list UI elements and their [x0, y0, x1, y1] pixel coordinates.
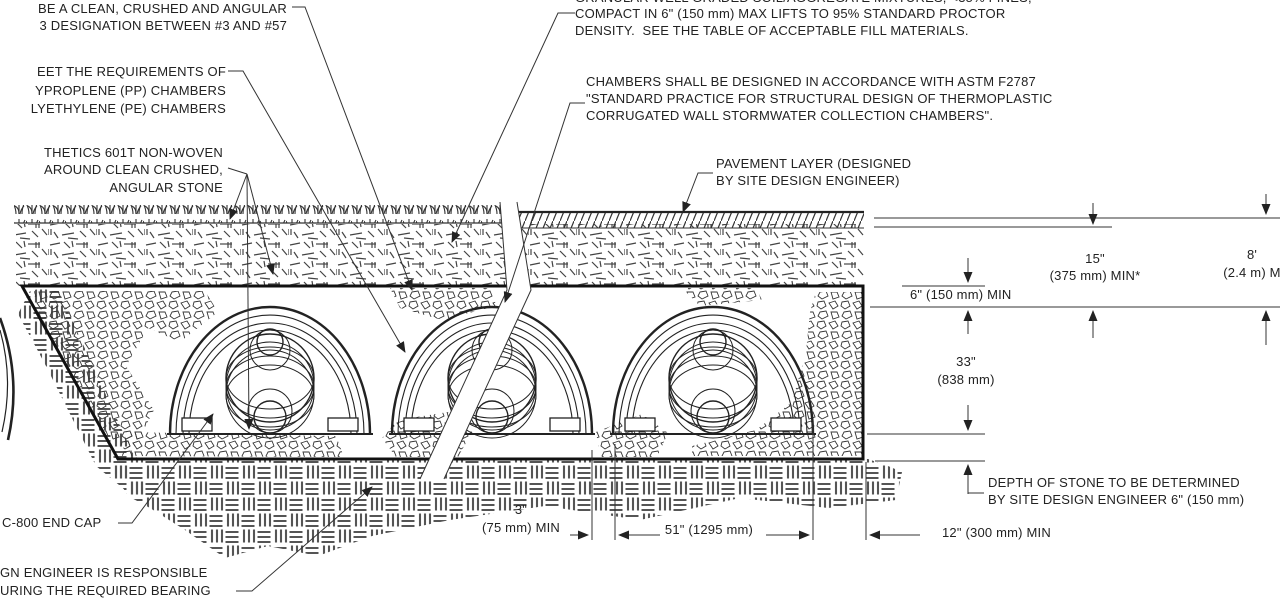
note-line: C-800 END CAP [2, 515, 102, 530]
grass-strip [14, 205, 502, 223]
chamber-row [0, 305, 818, 441]
note-astm-f2787: CHAMBERS SHALL BE DESIGNED IN ACCORDANCE… [586, 73, 1052, 125]
dim-cover-max: 8' (2.4 m) M [1210, 246, 1280, 281]
dim-metric: (375 mm) MIN* [1049, 268, 1141, 283]
note-stone-spec: BE A CLEAN, CRUSHED AND ANGULAR 3 DESIGN… [0, 0, 287, 34]
dim-metric: (838 mm) [937, 371, 995, 387]
embedment-fill-hatch [16, 224, 864, 286]
note-chamber-requirements: EET THE REQUIREMENTS OF YPROPLENE (PP) C… [0, 63, 226, 119]
note-line: URING THE REQUIRED BEARING [0, 582, 211, 598]
dim-value: 33" [956, 354, 976, 369]
chamber-3 [608, 305, 818, 440]
note-line: DEPTH OF STONE TO BE DETERMINED [988, 475, 1240, 490]
dim-chamber-width: 51" (1295 mm) [638, 522, 780, 537]
note-line: COMPACT IN 6" (150 mm) MAX LIFTS TO 95% … [575, 6, 1006, 22]
note-line: CORRUGATED WALL STORMWATER COLLECTION CH… [586, 108, 994, 124]
excavation-outline [19, 284, 865, 461]
note-line: GN ENGINEER IS RESPONSIBLE [0, 565, 208, 580]
leader-lines [118, 6, 713, 592]
note-line: BY SITE DESIGN ENGINEER) [716, 173, 900, 189]
note-line: BY SITE DESIGN ENGINEER 6" (150 mm) [988, 492, 1245, 508]
dim-value: 15" [1085, 251, 1105, 266]
dim-value: 6" (150 mm) MIN [910, 287, 1012, 302]
note-line: THETICS 601T NON-WOVEN [44, 145, 223, 160]
note-line: PAVEMENT LAYER (DESIGNED [716, 156, 912, 171]
note-line: GRANULAR WELL GRADED SOIL/AGGREGATE MIXT… [575, 0, 1032, 6]
note-line: CHAMBERS SHALL BE DESIGNED IN ACCORDANCE… [586, 74, 1036, 89]
note-line: AROUND CLEAN CRUSHED, [43, 162, 223, 178]
dim-chamber-spacing: 3" (75 mm) MIN [458, 501, 584, 536]
dim-value: 3" [514, 502, 528, 517]
dim-chamber-height: 33" (838 mm) [913, 353, 1019, 388]
dim-value: 51" (1295 mm) [664, 522, 754, 537]
note-line: 3 DESIGNATION BETWEEN #3 AND #57 [39, 18, 287, 33]
note-pavement-layer: PAVEMENT LAYER (DESIGNED BY SITE DESIGN … [716, 155, 911, 190]
label-end-cap: C-800 END CAP [2, 515, 101, 530]
pavement-hatch [508, 212, 864, 228]
dim-stone-above-chamber: 6" (150 mm) MIN [910, 287, 1012, 302]
subgrade-hatch [112, 459, 902, 558]
dim-metric: (75 mm) MIN [481, 519, 561, 535]
note-line: DENSITY. SEE THE TABLE OF ACCEPTABLE FIL… [575, 22, 969, 38]
dim-perimeter-stone: 12" (300 mm) MIN [942, 525, 1051, 540]
note-line: "STANDARD PRACTICE FOR STRUCTURAL DESIGN… [586, 91, 1053, 107]
note-depth-of-stone: DEPTH OF STONE TO BE DETERMINED BY SITE … [988, 474, 1244, 509]
dim-metric: (2.4 m) M [1223, 264, 1280, 280]
dim-value: 12" (300 mm) MIN [942, 525, 1051, 540]
dim-cover-min: 15" (375 mm) MIN* [1028, 250, 1162, 284]
note-line: BE A CLEAN, CRUSHED AND ANGULAR [38, 1, 287, 16]
note-line: YPROPLENE (PP) CHAMBERS [35, 82, 226, 98]
break-line [419, 201, 532, 480]
note-bearing-capacity: GN ENGINEER IS RESPONSIBLE URING THE REQ… [0, 564, 211, 599]
note-line: LYETHYLENE (PE) CHAMBERS [30, 101, 226, 116]
note-geotextile: THETICS 601T NON-WOVEN AROUND CLEAN CRUS… [0, 144, 223, 196]
dim-value: 8' [1246, 247, 1258, 262]
dimension-lines [570, 194, 1280, 540]
note-fill-material: GRANULAR WELL GRADED SOIL/AGGREGATE MIXT… [575, 0, 1032, 39]
note-line: ANGULAR STONE [109, 179, 223, 195]
end-cap-arc [0, 317, 15, 441]
note-line: EET THE REQUIREMENTS OF [36, 64, 226, 79]
